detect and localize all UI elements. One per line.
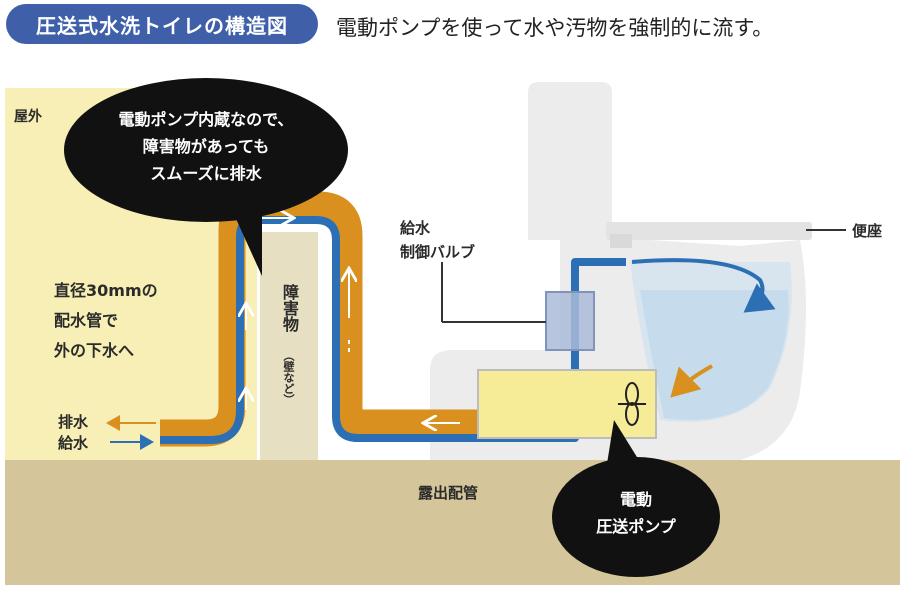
- toilet-seat: [606, 222, 812, 240]
- callout-top-line: スムーズに排水: [150, 164, 262, 183]
- title-badge: 圧送式水洗トイレの構造図: [6, 4, 318, 44]
- valve-label-line: 給水: [400, 219, 431, 237]
- outdoor-label: 屋外: [14, 109, 42, 125]
- drain-label: 排水: [58, 413, 89, 431]
- callout-top-text: 電動ポンプ内蔵なので、 障害物があっても スムーズに排水: [78, 106, 334, 187]
- callout-top-line: 電動ポンプ内蔵なので、: [118, 110, 294, 129]
- callout-bottom-line: 電動: [619, 490, 652, 509]
- seat-label: 便座: [852, 222, 883, 240]
- supply-pipe: [160, 216, 626, 444]
- obstacle-label: 障害物: [280, 284, 299, 332]
- supply-valve: [545, 291, 595, 351]
- obstacle-sublabel: （壁など）: [282, 350, 295, 405]
- obstacle-wall: [260, 232, 318, 460]
- callout-top-line: 障害物があっても: [142, 137, 270, 156]
- callout-tail-top: [232, 210, 262, 276]
- floor: [5, 460, 900, 585]
- callout-bottom-line: 圧送ポンプ: [596, 517, 676, 536]
- supply-label: 給水: [58, 434, 89, 452]
- valve-label-line: 制御バルブ: [400, 243, 476, 261]
- callout-bottom-text: 電動 圧送ポンプ: [560, 486, 712, 540]
- valve-label: 給水 制御バルブ: [400, 216, 475, 264]
- pump-fan-icon: [618, 382, 646, 426]
- toilet-seat-hinge: [610, 234, 632, 248]
- waste-outflow-arrow: [670, 364, 713, 398]
- pipe-note: 直径30mmの 配水管で 外の下水へ: [54, 276, 158, 366]
- pipe-note-line: 配水管で: [54, 311, 119, 330]
- pipe-note-line: 直径30mmの: [54, 281, 158, 300]
- subtitle: 電動ポンプを使って水や汚物を強制的に流す。: [336, 16, 774, 40]
- exposed-piping-label: 露出配管: [418, 484, 479, 502]
- callout-bubble-bottom: [552, 457, 720, 577]
- callout-bubble-top: [64, 78, 348, 222]
- callout-tail-bottom: [606, 420, 640, 470]
- pipe-note-line: 外の下水へ: [54, 341, 135, 360]
- toilet-tank: [528, 82, 612, 240]
- water-inflow-arrow: [631, 258, 776, 313]
